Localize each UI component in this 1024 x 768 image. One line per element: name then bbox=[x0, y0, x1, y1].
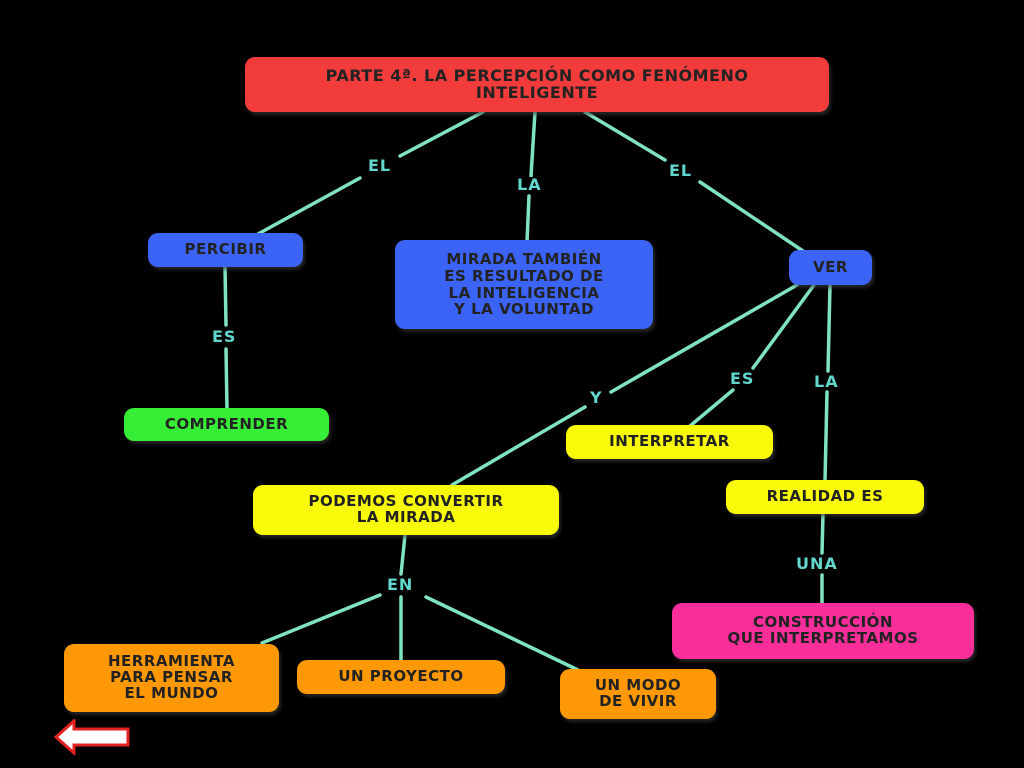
left-arrow-icon[interactable] bbox=[54, 719, 130, 755]
node-interpretar: INTERPRETAR bbox=[566, 425, 773, 459]
left-arrow-shape[interactable] bbox=[54, 719, 130, 755]
line-es-comprender bbox=[224, 347, 229, 412]
link-el-right: EL bbox=[666, 163, 696, 179]
line-en-modo bbox=[424, 595, 580, 672]
node-comprender: COMPRENDER bbox=[124, 408, 329, 441]
node-title: PARTE 4ª. LA PERCEPCIÓN COMO FENÓMENO IN… bbox=[245, 57, 829, 112]
node-ver: VER bbox=[789, 250, 872, 285]
node-podemos: PODEMOS CONVERTIR LA MIRADA bbox=[253, 485, 559, 535]
line-title-el-right bbox=[583, 110, 667, 162]
link-en: EN bbox=[384, 577, 417, 593]
line-la-mirada bbox=[525, 194, 531, 244]
link-es-right: ES bbox=[727, 371, 758, 387]
link-es-left: ES bbox=[209, 329, 240, 345]
line-realidad-una bbox=[820, 512, 825, 555]
line-title-la bbox=[529, 110, 537, 178]
line-ver-es bbox=[751, 283, 816, 370]
link-la-right: LA bbox=[811, 374, 842, 390]
node-herramienta: HERRAMIENTA PARA PENSAR EL MUNDO bbox=[64, 644, 279, 712]
line-es-interpretar bbox=[688, 388, 735, 428]
link-una: UNA bbox=[793, 556, 841, 572]
node-proyecto: UN PROYECTO bbox=[297, 660, 505, 694]
line-percibir-es bbox=[223, 265, 228, 327]
node-construccion: CONSTRUCCIÓN QUE INTERPRETAMOS bbox=[672, 603, 974, 659]
node-modo: UN MODO DE VIVIR bbox=[560, 669, 716, 719]
link-la-center: LA bbox=[514, 177, 545, 193]
line-la-realidad bbox=[823, 390, 829, 483]
line-en-herramienta bbox=[260, 593, 382, 645]
line-ver-y bbox=[609, 283, 799, 394]
line-el-percibir bbox=[256, 176, 362, 236]
line-ver-la bbox=[826, 283, 832, 373]
line-el-ver bbox=[698, 180, 805, 253]
line-y-podemos bbox=[450, 405, 587, 487]
line-podemos-en bbox=[399, 533, 407, 576]
line-title-el bbox=[398, 110, 485, 158]
link-el-left: EL bbox=[365, 158, 395, 174]
link-y: Y bbox=[587, 390, 606, 406]
node-realidad: REALIDAD ES bbox=[726, 480, 924, 514]
node-percibir: PERCIBIR bbox=[148, 233, 303, 267]
node-mirada: MIRADA TAMBIÉN ES RESULTADO DE LA INTELI… bbox=[395, 240, 653, 329]
